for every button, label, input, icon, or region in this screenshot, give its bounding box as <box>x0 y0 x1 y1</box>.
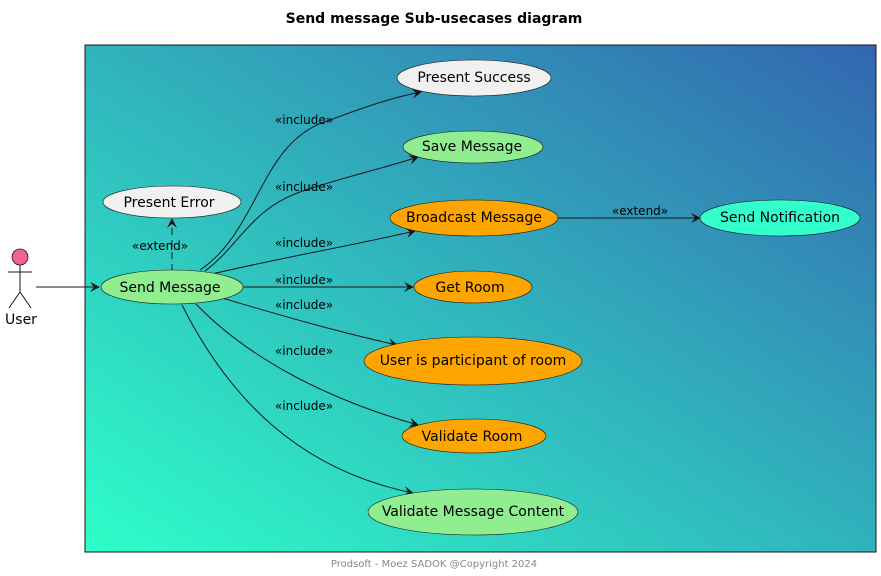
label-include-present-success: «include» <box>275 113 333 127</box>
usecase-send-notification: Send Notification <box>699 199 861 237</box>
actor-user: User <box>5 248 37 328</box>
edge-include-user-participant <box>221 297 398 348</box>
usecase-get-room-label: Get Room <box>435 280 504 296</box>
usecase-save-message-label: Save Message <box>422 139 522 155</box>
usecase-broadcast-message: Broadcast Message <box>389 199 559 237</box>
usecase-save-message: Save Message <box>402 130 544 164</box>
edge-include-save-message <box>204 155 419 272</box>
footer-copyright: Prodsoft - Moez SADOK @Copyright 2024 <box>331 559 537 570</box>
actor-head <box>11 248 29 266</box>
usecase-present-error: Present Error <box>102 185 242 219</box>
usecase-user-is-participant-label: User is participant of room <box>380 353 567 369</box>
label-include-get-room: «include» <box>275 273 333 287</box>
usecase-broadcast-message-label: Broadcast Message <box>406 210 542 226</box>
usecase-validate-room-label: Validate Room <box>422 429 523 445</box>
usecase-send-message-label: Send Message <box>119 280 220 296</box>
usecase-user-is-participant: User is participant of room <box>363 336 583 386</box>
usecase-present-success-label: Present Success <box>417 70 530 86</box>
label-include-save-message: «include» <box>275 180 333 194</box>
usecase-send-message: Send Message <box>100 269 244 305</box>
edge-include-validate-message-content <box>181 304 414 497</box>
label-include-user-participant: «include» <box>275 298 333 312</box>
usecase-get-room: Get Room <box>413 270 533 304</box>
label-include-validate-room: «include» <box>275 344 333 358</box>
label-include-validate-message-content: «include» <box>275 399 333 413</box>
usecase-send-notification-label: Send Notification <box>720 210 840 226</box>
actor-label: User <box>5 312 37 328</box>
usecase-validate-message-content: Validate Message Content <box>367 488 579 536</box>
label-extend-send-notification: «extend» <box>612 204 668 218</box>
diagram-title: Send message Sub-usecases diagram <box>286 11 583 27</box>
edge-include-validate-room <box>195 303 419 428</box>
label-include-broadcast-message: «include» <box>275 236 333 250</box>
usecase-present-error-label: Present Error <box>123 195 214 211</box>
usecase-validate-message-content-label: Validate Message Content <box>382 504 565 520</box>
edge-include-broadcast-message <box>211 228 416 275</box>
edge-include-present-success <box>199 88 422 271</box>
usecase-validate-room: Validate Room <box>401 418 547 454</box>
usecase-present-success: Present Success <box>396 59 552 97</box>
label-extend-present-error: «extend» <box>132 239 188 253</box>
